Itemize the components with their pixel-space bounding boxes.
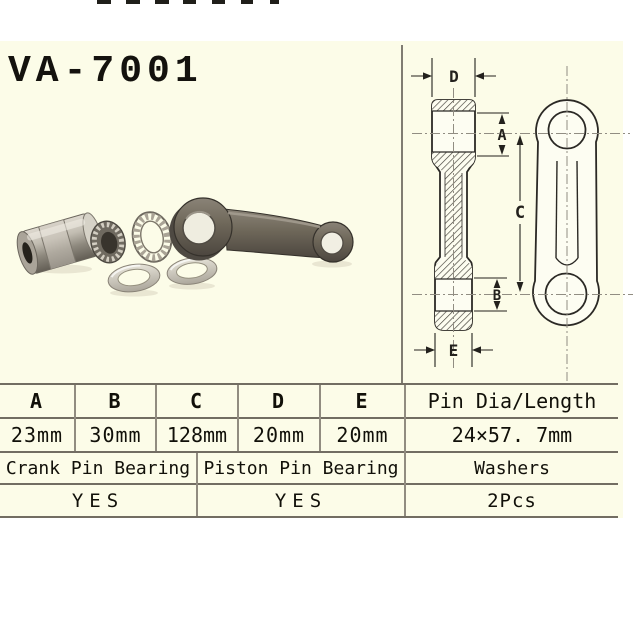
table-rule (0, 483, 618, 485)
needle-bearing-photo-1 (90, 220, 126, 264)
dim-label-a: A (497, 126, 506, 144)
dim-label-d: D (449, 67, 459, 86)
table-header-a: A (29, 389, 45, 413)
table-rule (0, 516, 618, 518)
table-rule (237, 385, 239, 451)
table-rule (0, 417, 618, 419)
table-rule (196, 453, 198, 516)
table-value-washers: 2Pcs (487, 489, 537, 512)
table-header-c: C (189, 389, 205, 413)
table-rule (0, 383, 618, 385)
table-value-e: 20mm (336, 423, 389, 447)
table-rule (319, 385, 321, 451)
table-rule (404, 385, 406, 516)
dimension-e: E (414, 333, 493, 367)
dimension-d: D (411, 58, 496, 97)
table-value-a: 23mm (10, 423, 64, 447)
table-header-b: B (108, 389, 123, 413)
table-value-b: 30mm (89, 423, 142, 447)
thrust-washer-photo-1 (107, 263, 161, 293)
dimension-c: C (515, 135, 525, 292)
centerlines (412, 66, 633, 381)
table-rule (155, 385, 157, 451)
section-divider-line (401, 45, 403, 383)
connecting-rod-photo (169, 197, 354, 263)
table-header-washers: Washers (474, 457, 550, 479)
table-header-e: E (355, 389, 370, 413)
needle-bearing-photo-2 (131, 211, 173, 263)
table-value-d: 20mm (252, 423, 306, 447)
table-value-crank-pin-bearing: YES (71, 489, 125, 512)
table-value-piston-pin-bearing: YES (274, 489, 328, 512)
dimension-b: B (474, 277, 507, 312)
dimension-a: A (477, 112, 509, 157)
technical-drawing: D A C B E (411, 58, 633, 381)
parts-photo (16, 197, 354, 297)
table-header-crank-pin-bearing: Crank Pin Bearing (5, 457, 191, 479)
dim-label-e: E (449, 341, 459, 360)
part-number-title: VA-7001 (8, 50, 203, 93)
table-header-d: D (271, 389, 287, 413)
table-rule (0, 451, 618, 453)
table-value-pin-dia-length: 24×57. 7mm (451, 423, 573, 447)
dim-label-c: C (515, 203, 525, 223)
rod-side-section-view (431, 99, 476, 331)
table-header-piston-pin-bearing: Piston Pin Bearing (203, 457, 399, 479)
dim-label-b: B (493, 288, 501, 304)
table-value-c: 128mm (166, 423, 228, 447)
table-rule (74, 385, 76, 451)
rod-front-view (532, 99, 600, 327)
thrust-washer-photo-2 (166, 257, 218, 285)
table-header-pin-dia-length: Pin Dia/Length (427, 389, 597, 413)
page-background (0, 41, 623, 518)
crank-pin-photo (16, 212, 104, 275)
